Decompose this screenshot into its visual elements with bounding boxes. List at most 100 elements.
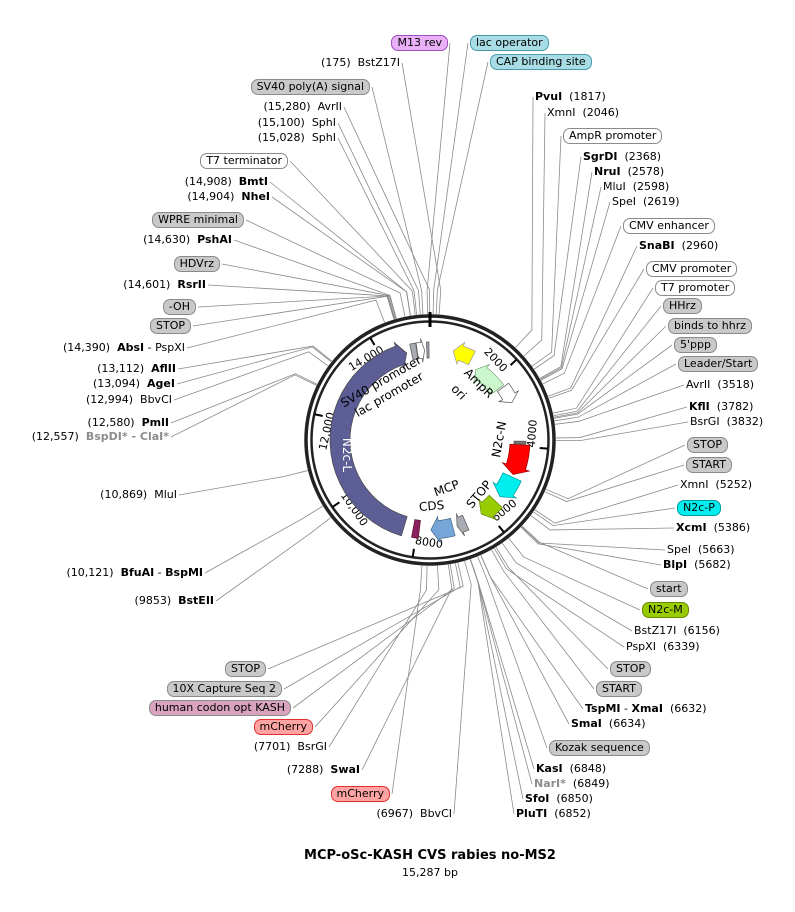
restriction-site-label[interactable]: (10,869) MluI (100, 488, 177, 502)
restriction-site-label[interactable]: (13,094) AgeI (93, 377, 175, 391)
feature-label[interactable]: -OH (162, 299, 196, 315)
leader-line (523, 112, 546, 357)
site-position: (6339) (662, 640, 700, 653)
restriction-site-label[interactable]: XmnI (2046) (547, 106, 619, 120)
restriction-site-label[interactable]: KflI (3782) (689, 400, 753, 414)
feature-label[interactable]: START (596, 681, 642, 697)
feature-label[interactable]: human codon opt KASH (148, 700, 291, 716)
restriction-site-label[interactable]: NruI (2578) (594, 165, 664, 179)
restriction-site-label[interactable]: (14,601) RsrII (123, 278, 206, 292)
feature-label[interactable]: WPRE minimal (152, 212, 244, 228)
restriction-site-label[interactable]: PspXI (6339) (626, 640, 700, 654)
site-position: (15,028) (257, 131, 305, 144)
feature-label[interactable]: SV40 poly(A) signal (250, 79, 370, 95)
ampr-promoter-arrow[interactable] (496, 382, 520, 403)
restriction-site-label[interactable]: MluI (2598) (603, 180, 669, 194)
feature-label[interactable]: AmpR promoter (563, 128, 663, 144)
feature-label[interactable]: CMV promoter (646, 261, 738, 277)
leader-line (283, 563, 461, 690)
restriction-site-label[interactable]: (14,630) PshAI (143, 233, 232, 247)
restriction-site-label[interactable]: SpeI (2619) (612, 195, 680, 209)
feature-label[interactable]: mCherry (330, 786, 390, 802)
restriction-site-label[interactable]: (12,557) BspDI* - ClaI* (32, 430, 169, 444)
site-position: (13,094) (92, 377, 141, 390)
cds-arrow[interactable] (430, 515, 456, 544)
restriction-site-label[interactable]: XmnI (5252) (680, 478, 752, 492)
leader-block[interactable] (513, 440, 527, 445)
feature-label[interactable]: N2c-P (677, 500, 721, 516)
restriction-site-label[interactable]: (12,580) PmlI (88, 416, 169, 430)
feature-label[interactable]: mCherry (253, 719, 313, 735)
restriction-site-label[interactable]: SfoI (6850) (525, 792, 593, 806)
feature-label[interactable]: binds to hhrz (668, 318, 752, 334)
restriction-site-label[interactable]: SmaI (6634) (571, 717, 645, 731)
restriction-site-label[interactable]: SnaBI (2960) (639, 239, 718, 253)
feature-label[interactable]: HHrz (663, 298, 702, 314)
lac-promoter-block[interactable] (426, 341, 430, 359)
feature-label[interactable]: CMV enhancer (623, 218, 715, 234)
restriction-site-label[interactable]: SpeI (5663) (667, 543, 735, 557)
leader-line (391, 565, 423, 795)
feature-label[interactable]: STOP (610, 661, 651, 677)
site-enzyme-name: SfoI (525, 792, 550, 805)
restriction-site-label[interactable]: (9853) BstEII (135, 594, 214, 608)
feature-label[interactable]: STOP (225, 661, 266, 677)
restriction-site-label[interactable]: (12,994) BbvCI (86, 393, 172, 407)
restriction-site-label[interactable]: NarI* (6849) (534, 777, 609, 791)
restriction-site-label[interactable]: AvrII (3518) (686, 378, 754, 392)
restriction-site-label[interactable]: BstZ17I (6156) (634, 624, 720, 638)
n2c-l-label: N2c-L (340, 438, 354, 473)
restriction-site-label[interactable]: (14,904) NheI (187, 190, 270, 204)
restriction-site-label[interactable]: (7288) SwaI (287, 763, 360, 777)
restriction-site-label[interactable]: (175) BstZ17I (321, 56, 400, 70)
restriction-site-label[interactable]: PvuI (1817) (535, 90, 606, 104)
restriction-site-label[interactable]: (15,100) SphI (258, 116, 336, 130)
leader-line (178, 470, 308, 496)
feature-label[interactable]: T7 promoter (655, 280, 736, 296)
sv40-promoter-arrow[interactable] (415, 338, 425, 363)
restriction-site-label[interactable]: XcmI (5386) (676, 521, 750, 535)
restriction-site-label[interactable]: (15,280) AvrII (264, 100, 342, 114)
feature-label[interactable]: start (650, 581, 688, 597)
restriction-site-label[interactable]: (15,028) SphI (258, 131, 336, 145)
leader-line (553, 325, 667, 418)
leader-line (521, 526, 666, 551)
feature-label[interactable]: Leader/Start (678, 356, 759, 372)
restriction-site-label[interactable]: (6967) BbvCI (376, 807, 452, 821)
stop-block-2[interactable] (456, 513, 470, 537)
feature-label[interactable]: N2c-M (642, 602, 689, 618)
restriction-site-label[interactable]: (14,390) AbsI - PspXI (63, 341, 185, 355)
site-position: (5663) (697, 543, 735, 556)
restriction-site-label[interactable]: KasI (6848) (536, 762, 606, 776)
ori-arrow[interactable] (452, 341, 476, 366)
tick-mark (498, 525, 505, 533)
feature-label[interactable]: CAP binding site (490, 54, 592, 70)
feature-label[interactable]: STOP (150, 318, 191, 334)
feature-label[interactable]: 10X Capture Seq 2 (166, 681, 282, 697)
site-position: (6967) (376, 807, 414, 820)
n2c-l-arrow[interactable] (329, 341, 408, 537)
restriction-site-label[interactable]: SgrDI (2368) (583, 150, 661, 164)
restriction-site-label[interactable]: BlpI (5682) (663, 558, 731, 572)
restriction-site-label[interactable]: (13,112) AflII (97, 362, 176, 376)
site-position: (9853) (134, 594, 172, 607)
restriction-site-label[interactable]: (10,121) BfuAI - BspMI (66, 566, 203, 580)
restriction-site-label[interactable]: (14,908) BmtI (185, 175, 268, 189)
feature-label[interactable]: Kozak sequence (549, 740, 650, 756)
feature-label[interactable]: STOP (687, 437, 728, 453)
n2c-n-arrow[interactable] (501, 443, 531, 475)
feature-label[interactable]: HDVrz (173, 256, 220, 272)
feature-label[interactable]: START (686, 457, 732, 473)
restriction-site-label[interactable]: TspMI - XmaI (6632) (585, 702, 707, 716)
kash-block[interactable] (411, 519, 421, 539)
feature-label[interactable]: lac operator (470, 35, 549, 51)
feature-label[interactable]: 5'ppp (674, 337, 717, 353)
feature-label[interactable]: M13 rev (391, 35, 448, 51)
restriction-site-label[interactable]: (7701) BsrGI (254, 740, 327, 754)
ampr-arrow[interactable] (474, 363, 505, 395)
n2c-p-arrow[interactable] (492, 472, 522, 499)
n2c-m-arrow[interactable] (478, 494, 503, 521)
feature-label[interactable]: T7 terminator (200, 153, 288, 169)
restriction-site-label[interactable]: BsrGI (3832) (690, 415, 763, 429)
restriction-site-label[interactable]: PluTI (6852) (516, 807, 591, 821)
